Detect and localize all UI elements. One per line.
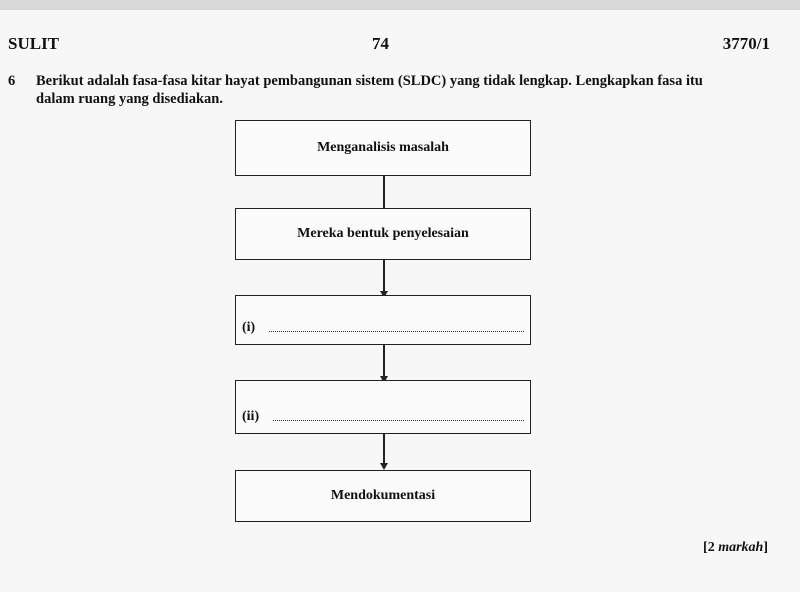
arrow-down-icon [380, 260, 388, 298]
flow-step-analyse: Menganalisis masalah [235, 120, 531, 176]
blank-i-label: (i) [242, 320, 256, 335]
flow-step-design-label: Mereka bentuk penyelesaian [297, 226, 469, 241]
question-text-line1: Berikut adalah fasa-fasa kitar hayat pem… [36, 73, 703, 89]
arrow-down-icon [380, 345, 388, 383]
flow-step-document: Mendokumentasi [235, 470, 531, 522]
page-number: 74 [372, 34, 389, 53]
answer-line-i[interactable] [269, 331, 524, 332]
header-sulit: SULIT [8, 34, 60, 53]
exam-page: SULIT 74 3770/1 6 Berikut adalah fasa-fas… [0, 10, 800, 592]
answer-line-ii[interactable] [273, 420, 524, 421]
flow-step-blank-i[interactable]: (i) [235, 295, 531, 345]
flow-step-design: Mereka bentuk penyelesaian [235, 208, 531, 260]
flow-step-analyse-label: Menganalisis masalah [317, 140, 449, 155]
question-text-line2: dalam ruang yang disediakan. [36, 91, 223, 107]
arrow-down-icon [380, 434, 388, 470]
paper-code: 3770/1 [722, 34, 770, 53]
flow-step-blank-ii[interactable]: (ii) [235, 380, 531, 434]
flow-step-document-label: Mendokumentasi [330, 488, 436, 503]
question-6: 6 Berikut adalah fasa-fasa kitar hayat pe… [8, 72, 778, 108]
marks-allocation: [2 markah] [703, 540, 768, 555]
question-number: 6 [8, 73, 16, 89]
blank-ii-label: (ii) [242, 409, 260, 424]
